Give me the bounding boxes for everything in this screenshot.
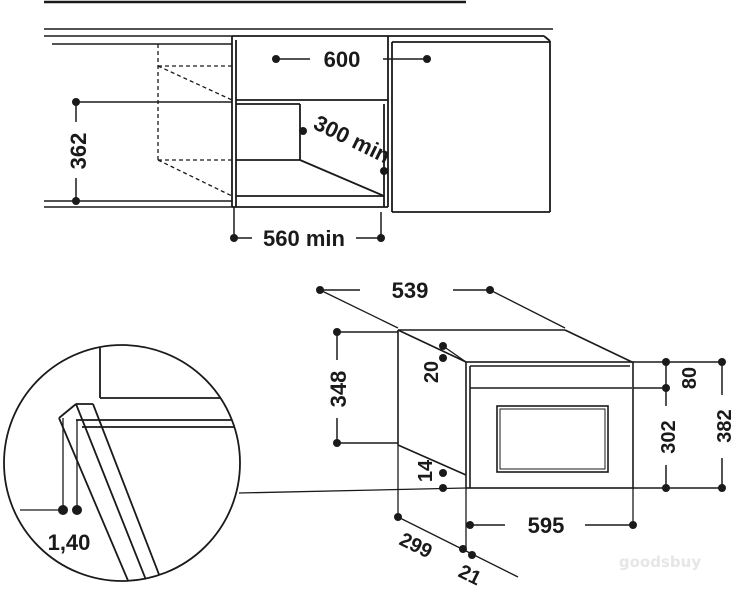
oven-front — [465, 361, 634, 489]
side-depth-dimension: 299 21 — [394, 445, 519, 591]
oven-body — [397, 329, 633, 476]
oven-depth-label: 539 — [392, 278, 429, 303]
front-width-dimension: 595 — [465, 488, 637, 548]
side-depth-label: 299 — [396, 529, 436, 563]
total-height-dimension: 382 — [666, 358, 733, 492]
niche-drawing: 600 362 300 min 560 min — [44, 0, 553, 251]
total-height-label: 382 — [714, 409, 733, 442]
width-dimension: 600 — [272, 47, 431, 72]
oven-window — [496, 405, 609, 473]
oven-drawing: 539 348 20 14 — [238, 278, 733, 591]
inner-height-label: 302 — [658, 420, 680, 453]
body-height-dimension: 348 — [326, 328, 398, 447]
niche-outline — [231, 35, 389, 208]
side-cabinet — [388, 35, 551, 213]
top-gap-dimension: 20 — [421, 342, 467, 383]
height-label: 362 — [66, 133, 91, 170]
width-label: 600 — [324, 47, 361, 72]
front-width-label: 595 — [528, 513, 565, 538]
bottom-gap-label: 14 — [415, 459, 437, 482]
panel-height-label: 80 — [679, 367, 701, 389]
depth-label: 300 min — [310, 110, 395, 168]
top-gap-label: 20 — [421, 361, 443, 383]
inner-width-label: 560 min — [263, 226, 345, 251]
detail-zoom: 1,40 — [3, 344, 241, 582]
hidden-lines — [157, 44, 233, 197]
detail-gap-label: 1,40 — [48, 530, 91, 555]
oven-depth-dimension: 539 — [316, 278, 566, 329]
height-dimension: 362 — [66, 98, 232, 205]
panel-height-dimension: 80 302 — [633, 358, 701, 492]
body-height-label: 348 — [326, 371, 351, 408]
watermark-text: goodsbuy — [619, 553, 701, 571]
bottom-gap-dimension: 14 — [415, 459, 447, 492]
front-depth-label: 21 — [455, 561, 485, 591]
inner-width-dimension: 560 min — [230, 207, 385, 251]
